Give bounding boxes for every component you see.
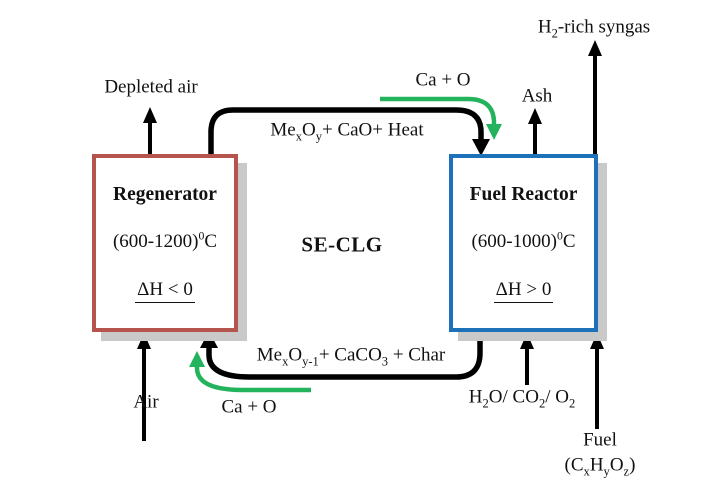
regenerator-enthalpy: ΔH < 0 xyxy=(135,279,195,303)
regenerator-temperature: (600-1200)0C xyxy=(112,229,218,252)
fuel-reactor-enthalpy: ΔH > 0 xyxy=(493,279,554,303)
bottom-pipe-arrowhead xyxy=(200,331,218,348)
bottom-pipe-label: MexOy-1+ CaCO3 + Char xyxy=(256,344,446,369)
top-pipe-label: MexOy+ CaO+ Heat xyxy=(270,119,424,144)
top-transfer-pipe xyxy=(208,107,484,154)
ash-label: Ash xyxy=(521,85,553,107)
air-label: Air xyxy=(133,391,159,413)
oxidants-arrowhead xyxy=(520,333,534,349)
depleted-air-label: Depleted air xyxy=(104,76,198,98)
ca-o-top-arrowhead xyxy=(486,124,502,140)
ca-o-top-label: Ca + O xyxy=(415,69,471,91)
bottom-transfer-pipe xyxy=(206,332,483,380)
fuel-arrowhead xyxy=(590,333,604,349)
regenerator-title: Regenerator xyxy=(113,183,217,205)
regenerator-box: Regenerator (600-1200)0C ΔH < 0 xyxy=(92,154,238,332)
syngas-arrowhead xyxy=(588,40,602,56)
fuel-reactor-title: Fuel Reactor xyxy=(469,183,578,205)
top-pipe-arrowhead xyxy=(472,139,490,156)
ca-o-bottom-arrowhead xyxy=(189,351,205,367)
oxidants-label: H2O/ CO2/ O2 xyxy=(468,386,576,411)
ca-o-bottom-label: Ca + O xyxy=(221,396,277,418)
ca-o-top-arrow xyxy=(380,96,497,126)
fuel-reactor-box: Fuel Reactor (600-1000)0C ΔH > 0 xyxy=(449,154,598,332)
fuel-label: Fuel xyxy=(583,429,617,451)
ash-arrowhead xyxy=(528,108,542,124)
se-clg-title: SE-CLG xyxy=(301,232,383,257)
air-arrowhead xyxy=(137,333,151,349)
fuel-formula-label: (CxHyOz) xyxy=(564,454,636,479)
fuel-reactor-temperature: (600-1000)0C xyxy=(471,229,576,252)
ca-o-bottom-arrow xyxy=(194,366,311,393)
depleted-air-arrowhead xyxy=(143,107,157,123)
h2-rich-syngas-label: H2-rich syngas xyxy=(537,16,651,41)
